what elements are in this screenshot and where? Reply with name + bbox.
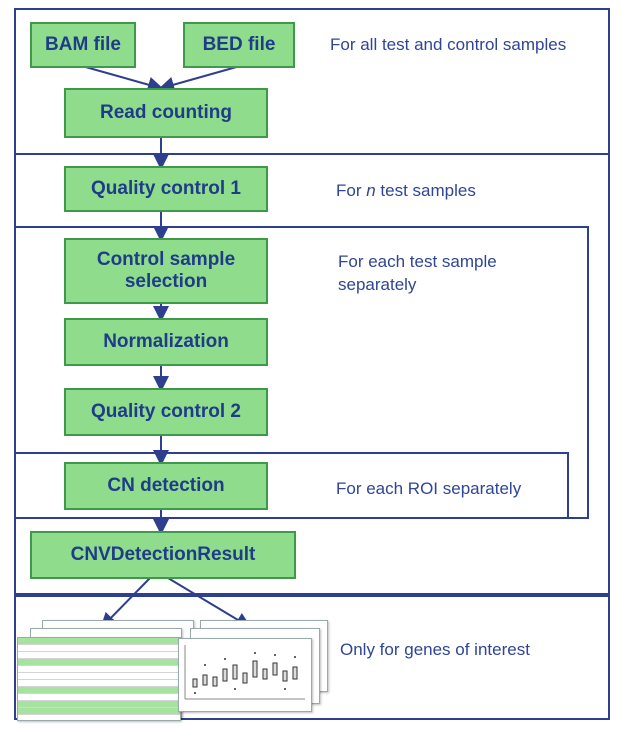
bed-file-box: BED file (183, 22, 295, 68)
arrow-bed-to-readcount (158, 65, 241, 93)
arrow-result-to-table (100, 577, 151, 629)
note-genes-of-interest: Only for genes of interest (340, 640, 530, 659)
arrow-result-to-plot (167, 577, 252, 629)
note-each-test-sample: For each test sample separately (338, 252, 497, 294)
note-each-roi: For each ROI separately (336, 479, 522, 498)
arrow-bam-to-readcount (81, 65, 164, 93)
control-sample-selection-box: Control sample selection (64, 238, 268, 304)
plot-thumbnail-front (178, 638, 312, 712)
table-thumbnail-front (17, 637, 181, 721)
quality-control-2-box: Quality control 2 (64, 388, 268, 436)
cnv-detection-result-box: CNVDetectionResult (30, 531, 296, 579)
quality-control-1-box: Quality control 1 (64, 166, 268, 212)
note-n-prefix: For (336, 181, 367, 200)
normalization-box: Normalization (64, 318, 268, 366)
box-plot-sketch (184, 645, 305, 700)
bam-file-box: BAM file (30, 22, 136, 68)
frame-each-roi (14, 452, 569, 519)
note-n-variable: n (366, 181, 376, 200)
note-n-suffix: test samples (375, 181, 476, 200)
note-all-samples: For all test and control samples (330, 35, 567, 54)
note-n-test-samples: For n test samples (336, 180, 476, 203)
frame-genes-of-interest (14, 595, 610, 720)
cn-detection-box: CN detection (64, 462, 268, 510)
read-counting-box: Read counting (64, 88, 268, 138)
